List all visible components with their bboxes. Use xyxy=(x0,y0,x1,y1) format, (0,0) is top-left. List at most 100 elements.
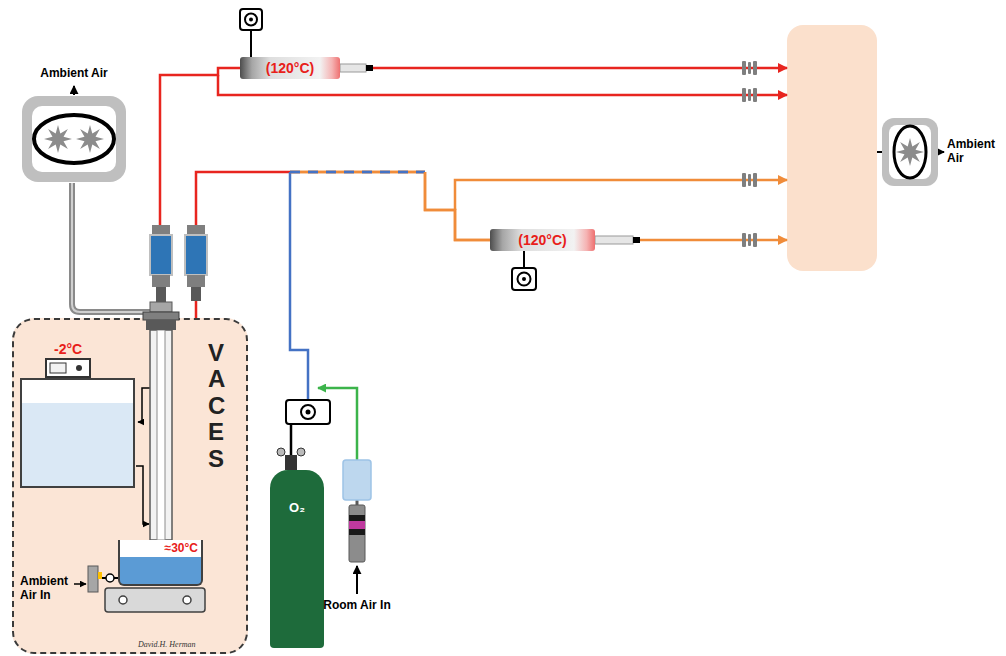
chiller-bath: -2°C xyxy=(20,378,135,488)
vaces-enclosure: VACES -2°C ≈30°C xyxy=(12,318,248,654)
chiller-display xyxy=(46,359,90,377)
outlet-label: Ambient Air xyxy=(947,137,1003,166)
flow-line xyxy=(290,172,308,412)
column-fitting xyxy=(143,312,179,320)
column-fitting xyxy=(150,302,172,312)
heated-beaker: ≈30°C xyxy=(118,540,203,586)
vacuum-pump xyxy=(894,126,926,178)
outlet-label: Ambient Air xyxy=(24,66,124,80)
stirrer-plate xyxy=(119,596,127,604)
heater-tip xyxy=(340,64,640,244)
vacuum-pump xyxy=(22,96,126,182)
signature: David.H. Herman xyxy=(138,640,238,649)
oxygen-cylinder: O₂ xyxy=(270,470,324,648)
stirrer-plate xyxy=(105,588,205,612)
flow-line xyxy=(160,68,240,318)
column-fitting xyxy=(143,302,179,330)
mass-flow-controller xyxy=(286,400,330,424)
heater-tip xyxy=(366,65,373,71)
diffusion-dryer xyxy=(150,235,172,275)
cylinder-valve xyxy=(297,448,305,456)
cooling-column xyxy=(150,330,172,540)
diffusion-dryer xyxy=(152,275,170,287)
vacuum-pump xyxy=(32,106,116,172)
air-inlet xyxy=(88,566,98,592)
chiller-display xyxy=(46,359,90,377)
vacuum-tube xyxy=(72,183,150,312)
heater-tip xyxy=(595,236,633,244)
cylinder-valve xyxy=(277,448,285,456)
flow-line xyxy=(425,172,490,240)
air-filter xyxy=(349,505,365,562)
vacuum-pump xyxy=(22,96,126,182)
tube-fitting xyxy=(753,88,757,102)
inlet-label: Room Air In xyxy=(307,598,407,612)
air-filter xyxy=(343,460,371,500)
coolant-line xyxy=(136,388,150,524)
vacuum-pump xyxy=(889,125,931,179)
flow-line xyxy=(455,180,787,210)
vacuum-pump xyxy=(896,138,924,166)
air-inlet xyxy=(74,566,118,592)
label-holder: Room Air In xyxy=(307,598,407,612)
temperature-gauge xyxy=(250,30,252,57)
mass-flow-controller xyxy=(306,410,311,415)
column-fitting xyxy=(146,320,176,330)
diffusion-dryer xyxy=(191,287,201,301)
flow-line xyxy=(373,67,787,70)
heater-tube-text: (120°C) xyxy=(266,60,314,76)
tube-fitting xyxy=(748,89,751,101)
temperature-gauge xyxy=(512,251,536,290)
cooling-column xyxy=(150,330,172,540)
chiller-display xyxy=(50,363,66,373)
label-holder: David.H. Herman xyxy=(138,640,238,649)
chiller-bath-text: -2°C xyxy=(54,341,82,357)
coolant-line xyxy=(138,388,150,422)
mass-flow-controller xyxy=(301,405,315,419)
diffusion-dryer xyxy=(152,225,170,235)
diffusion-dryer xyxy=(150,225,172,302)
temperature-gauge xyxy=(512,268,536,290)
cylinder-valve xyxy=(277,448,305,470)
heater-tube-text: (120°C) xyxy=(518,232,566,248)
coolant-line xyxy=(136,466,149,524)
flow-line xyxy=(196,172,290,318)
vacuum-tube xyxy=(72,183,150,312)
flow-line xyxy=(196,172,490,318)
tube-fitting xyxy=(742,173,746,187)
tube-fitting xyxy=(748,234,751,246)
air-filter xyxy=(349,521,365,529)
stirrer-plate xyxy=(183,596,191,604)
tube-fitting xyxy=(753,61,757,75)
temperature-gauge xyxy=(249,18,253,22)
label-holder: Ambient Air In xyxy=(20,574,82,603)
tube-fitting xyxy=(748,174,751,186)
flow-line xyxy=(640,239,787,242)
exposure-chamber xyxy=(787,25,877,271)
flow-line xyxy=(290,171,425,174)
oxygen-cylinder-text: O₂ xyxy=(270,500,324,515)
tube-fitting xyxy=(742,233,746,247)
diffusion-dryer xyxy=(187,225,205,235)
tube-fitting xyxy=(753,233,757,247)
air-filter xyxy=(349,515,365,535)
tube-fitting xyxy=(748,62,751,74)
vacuum-pump xyxy=(882,118,938,186)
vacuum-pump xyxy=(34,115,114,163)
tube-fitting xyxy=(742,61,746,75)
cooling-column xyxy=(157,330,165,540)
vaces-enclosure-text: VACES xyxy=(208,340,232,472)
mass-flow-controller xyxy=(286,400,330,424)
flow-line xyxy=(425,172,490,240)
temperature-gauge xyxy=(240,9,262,57)
tube-fitting xyxy=(753,173,757,187)
heater-tube: (120°C) xyxy=(240,57,340,79)
temperature-gauge xyxy=(240,9,262,30)
air-inlet xyxy=(98,572,102,579)
diffusion-dryer xyxy=(185,225,207,301)
tube-fitting xyxy=(742,61,757,247)
flow-line xyxy=(290,172,490,470)
heated-beaker-text: ≈30°C xyxy=(120,540,201,555)
flow-line xyxy=(290,171,425,174)
